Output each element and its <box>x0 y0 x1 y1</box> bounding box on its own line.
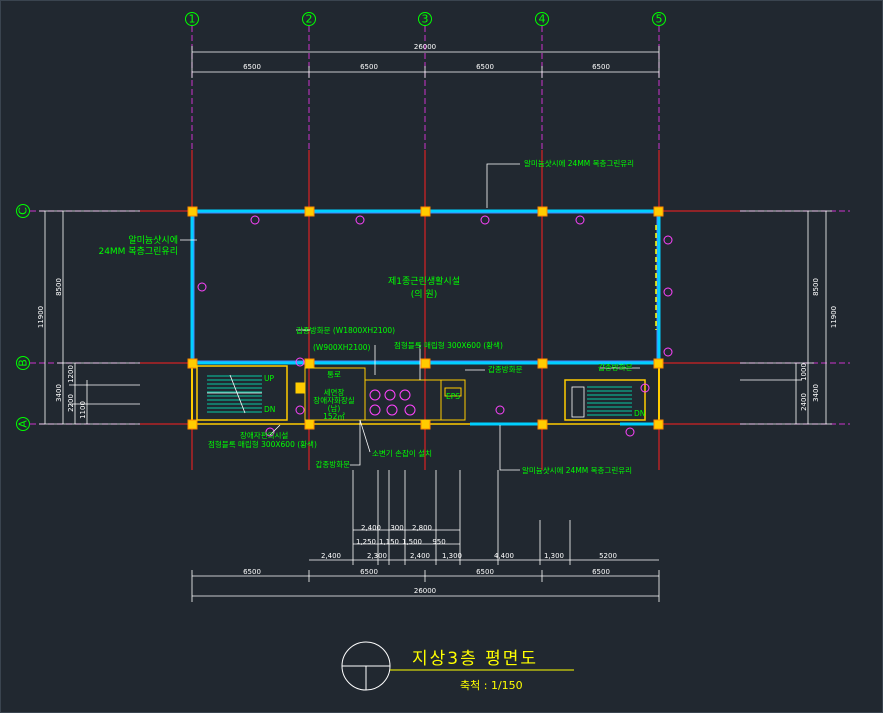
toilet-label-3: (남) <box>328 404 341 413</box>
note-handicap-2: 점형블록 매립형 300X600 (황색) <box>208 439 317 449</box>
structural-columns <box>187 206 664 430</box>
dims-bottom <box>191 470 660 602</box>
grid-row-bubbles <box>16 204 30 431</box>
dim-detail-1a: 2,400 <box>361 524 381 532</box>
dim-detail-3f: 1,300 <box>544 552 564 560</box>
eps-label: EPS <box>446 392 460 401</box>
dim-left-detail-1: 1200 <box>67 365 75 383</box>
grid-col-1: 1 <box>189 13 196 26</box>
dim-left-span-1: 8500 <box>55 278 63 296</box>
dim-right-detail-1: 1000 <box>800 363 808 381</box>
dim-bottom-span-1: 6500 <box>243 568 261 576</box>
room-use: (의 원) <box>411 289 437 300</box>
grid-column-bubbles <box>185 12 666 26</box>
dim-bottom-span-2: 6500 <box>360 568 378 576</box>
dim-top-span-2: 6500 <box>360 63 378 71</box>
dims-right <box>740 210 832 425</box>
dim-detail-2b: 1,150 <box>379 538 399 546</box>
dim-right-span-1: 8500 <box>812 278 820 296</box>
toilet-label-1: 세면장 <box>324 387 345 397</box>
grid-col-5: 5 <box>656 13 663 26</box>
stair-left <box>196 365 288 421</box>
stair-dn-label: DN <box>264 405 275 414</box>
dim-detail-3c: 2,400 <box>410 552 430 560</box>
dim-top-span-1: 6500 <box>243 63 261 71</box>
grid-col-2: 2 <box>306 13 313 26</box>
dim-detail-1c: 2,800 <box>412 524 432 532</box>
dim-detail-1b: 300 <box>390 524 403 532</box>
dim-top-span-3: 6500 <box>476 63 494 71</box>
note-fire-door-1: 갑종방화문 (W1800XH2100) <box>296 325 395 335</box>
dim-left-detail-3: 1100 <box>79 401 87 419</box>
dims-top <box>191 46 660 78</box>
note-handicap-1: 장애자편의시설 <box>240 430 288 440</box>
stair-right <box>564 379 646 421</box>
dim-detail-3b: 2,300 <box>367 552 387 560</box>
grid-col-3: 3 <box>422 13 429 26</box>
grid-row-b: B <box>17 359 30 367</box>
dim-left-detail-2: 2200 <box>67 394 75 412</box>
dim-left-span-2: 3400 <box>55 384 63 402</box>
note-glass-top: 알미늄샷시에 24MM 복층그린유리 <box>524 158 634 168</box>
toilet-area-label: 152㎡ <box>323 412 345 421</box>
dim-detail-3e: 4,400 <box>494 552 514 560</box>
title-block <box>341 641 574 691</box>
note-fire-door-bottom: 갑종방화문 <box>316 459 351 469</box>
corridor-label: 통로 <box>327 370 341 379</box>
note-urinal: 소변기 손잡이 설치 <box>372 448 432 458</box>
fixture-markers <box>197 215 673 437</box>
note-tile-1: 점형블록 매립형 300X600 (황색) <box>394 340 503 350</box>
dim-top-total: 26000 <box>414 43 436 51</box>
dim-detail-2d: 950 <box>432 538 445 546</box>
grid-row-a: A <box>17 420 30 428</box>
grid-col-4: 4 <box>539 13 546 26</box>
note-glass-left-2: 24MM 복층그린유리 <box>98 246 178 257</box>
stair-dn2-label: DN <box>634 409 645 418</box>
dims-left <box>39 210 140 425</box>
dim-left-total: 11900 <box>37 306 45 328</box>
dim-detail-2c: 1,500 <box>402 538 422 546</box>
dim-right-span-2: 3400 <box>812 384 820 402</box>
dim-right-total: 11900 <box>830 306 838 328</box>
note-fire-shutter-1: 갑종방화문 <box>488 364 523 374</box>
grid-row-c: C <box>17 207 30 215</box>
dim-bottom-total: 26000 <box>414 587 436 595</box>
dim-detail-2a: 1,250 <box>356 538 376 546</box>
drawing-title: 지상3층 평면도 <box>412 649 538 669</box>
note-fire-shutter-2: 갑종방화문 <box>598 362 633 372</box>
dim-detail-3d: 1,300 <box>442 552 462 560</box>
note-glass-left-1: 알미늄샷시에 <box>128 234 178 246</box>
dim-top-span-4: 6500 <box>592 63 610 71</box>
dim-bottom-span-4: 6500 <box>592 568 610 576</box>
toilet-label-2: 장애자화장실 <box>313 395 354 405</box>
room-name: 제1종근린생활시설 <box>388 275 460 287</box>
dim-bottom-span-3: 6500 <box>476 568 494 576</box>
dim-detail-3a: 2,400 <box>321 552 341 560</box>
drawing-scale: 축척 : 1/150 <box>460 679 523 692</box>
core-rooms <box>295 367 466 421</box>
note-fire-door-2: (W900XH2100) <box>313 343 371 352</box>
dim-detail-3g: 5200 <box>599 552 617 560</box>
stair-up-label: UP <box>264 374 274 383</box>
note-glass-bottom: 알미늄샷시에 24MM 복층그린유리 <box>522 465 632 475</box>
dim-right-detail-2: 2400 <box>800 393 808 411</box>
leader-lines <box>180 163 640 471</box>
grid-axis-red <box>140 150 740 470</box>
